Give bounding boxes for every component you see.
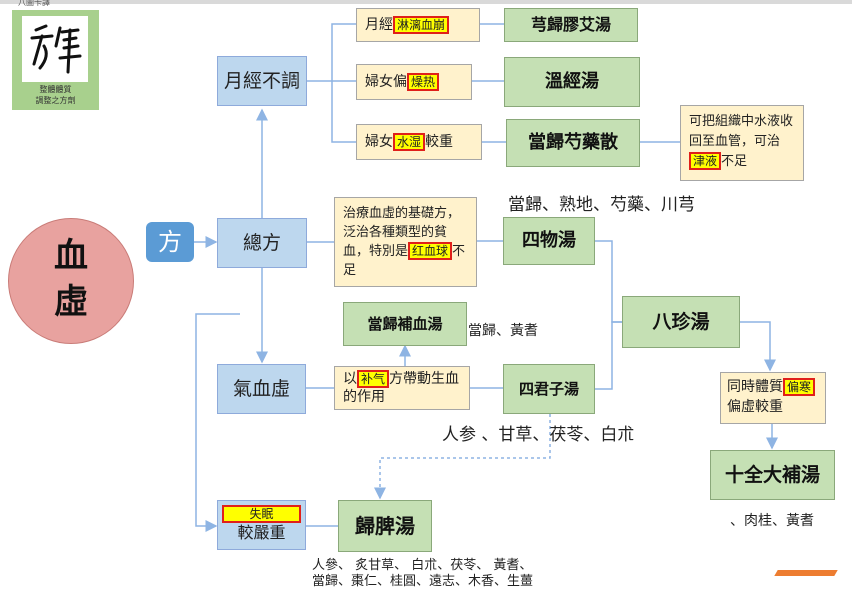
- symptom-box-3: 婦女水湿較重: [356, 124, 482, 160]
- category-qixuexu: 氣血虛: [217, 364, 306, 414]
- category-yuejing: 月經不調: [217, 56, 307, 106]
- zongfang-desc-prefix: 治療血虛的基礎方，泛治各種類型的貧血，特別是: [343, 206, 461, 259]
- yuejing-branch-top: [307, 23, 356, 82]
- note-danggui: 可把組織中水液收回至血管，可治津液不足: [680, 105, 804, 181]
- formula-f1: 芎歸膠艾湯: [504, 8, 638, 42]
- guipi-ingredients-line1: 人參、 炙甘草、 白朮、茯苓、 黃耆、: [312, 558, 533, 573]
- qixuexu-desc-box: 以补气方帶動生血的作用: [334, 366, 470, 410]
- severe-highlight: 失眠: [222, 505, 301, 523]
- fang-label: 方: [146, 222, 194, 262]
- formula-bazhen: 八珍湯: [622, 296, 740, 348]
- connector-lines: [194, 23, 778, 532]
- symptom-3-suffix: 較重: [425, 134, 454, 150]
- note-danggui-prefix: 可把組織中水液收回至血管，可治: [689, 114, 794, 149]
- zongfang-desc-box: 治療血虛的基礎方，泛治各種類型的貧血，特別是红血球不足: [334, 197, 477, 287]
- bazhen-to-note: [740, 321, 776, 372]
- main-circle: 血 虛: [8, 218, 134, 344]
- sijunzi-to-bazhen: [595, 321, 622, 390]
- main-circle-line1: 血: [54, 236, 88, 276]
- qixuexu-desc-suffix: 方帶動生血的作用: [343, 371, 460, 405]
- symptom-3-highlight: 水湿: [393, 133, 426, 151]
- symptom-1-prefix: 月經: [365, 17, 393, 33]
- guipi-ingredients-line2: 當歸、棗仁、桂圓、遠志、木香、生薑: [312, 574, 534, 589]
- header-tiny-text: 八圖卡譯: [18, 0, 50, 7]
- note-bazhen-suffix: 偏虛較重: [727, 399, 783, 415]
- formula-f3: 當歸芍藥散: [506, 119, 640, 167]
- logo-mark: [22, 16, 88, 82]
- symptom-box-2: 婦女偏燥热: [356, 64, 472, 100]
- severe-label: 較嚴重: [237, 523, 286, 542]
- formula-danggui-bu: 當歸補血湯: [343, 302, 467, 346]
- note-danggui-suffix: 不足: [721, 154, 748, 169]
- top-bar: [0, 0, 852, 4]
- category-zongfang: 總方: [217, 218, 307, 268]
- zongfang-desc-suffix: 不足: [343, 244, 466, 278]
- danggui-bu-ingredients: 當歸、黃耆: [468, 323, 538, 339]
- symptom-2-highlight: 燥热: [407, 73, 440, 91]
- zongfang-desc-highlight: 红血球: [408, 242, 453, 260]
- formula-guipi: 歸脾湯: [338, 500, 432, 552]
- siwu-ingredients: 當歸、熟地、芍藥、川芎: [508, 195, 695, 215]
- sijunzi-ingredients: 人参 、甘草、茯苓、白朮: [442, 425, 635, 445]
- formula-shiquan: 十全大補湯: [710, 450, 835, 500]
- logo-caption: 整體體質 調整之方劑: [12, 84, 99, 106]
- note-bazhen-prefix: 同時體質: [727, 379, 783, 395]
- siwu-to-bazhen: [595, 240, 622, 323]
- symptom-1-highlight: 淋漓血崩: [393, 16, 450, 34]
- formula-f2: 溫經湯: [504, 57, 640, 107]
- calligraphy-logo-icon: [30, 24, 82, 74]
- formula-sijunzi: 四君子湯: [503, 364, 595, 414]
- logo: 整體體質 調整之方劑: [12, 10, 99, 110]
- note-danggui-highlight: 津液: [689, 152, 722, 170]
- symptom-3-prefix: 婦女: [365, 134, 393, 150]
- logo-caption-line2: 調整之方劑: [35, 96, 76, 105]
- logo-caption-line1: 整體體質: [39, 85, 72, 94]
- symptom-box-1: 月經淋漓血崩: [356, 8, 480, 42]
- note-bazhen: 同時體質偏寒 偏虛較重: [720, 372, 826, 424]
- formula-siwu: 四物湯: [503, 217, 595, 265]
- sijunzi-to-guipi-dashed: [374, 414, 551, 500]
- to-severe-arrow: [195, 313, 240, 532]
- main-circle-line2: 虛: [54, 282, 88, 322]
- yuejing-branch-bot: [331, 81, 356, 143]
- qixuexu-desc-prefix: 以: [343, 371, 357, 387]
- category-severe: 失眠 較嚴重: [217, 500, 306, 550]
- symptom-2-prefix: 婦女偏: [365, 74, 407, 90]
- orange-corner-shape: [774, 570, 838, 576]
- qixuexu-desc-highlight: 补气: [357, 370, 390, 388]
- shiquan-ingredients: 、肉桂、黃耆: [730, 513, 814, 529]
- note-bazhen-highlight: 偏寒: [783, 378, 816, 396]
